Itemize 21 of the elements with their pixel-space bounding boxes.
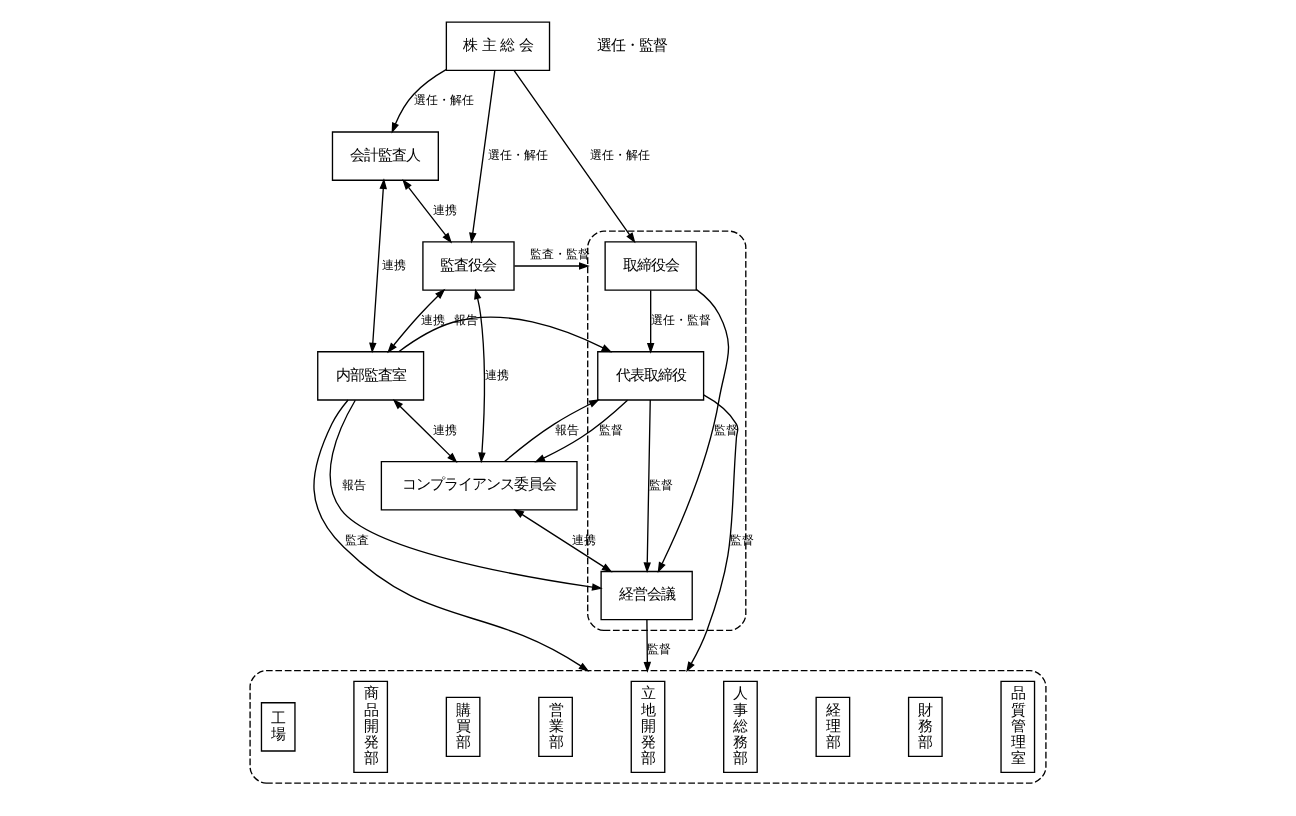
arrow xyxy=(402,179,452,244)
arrow xyxy=(369,178,387,354)
arrow xyxy=(392,399,458,463)
arrow xyxy=(686,394,739,673)
arrow xyxy=(391,69,447,134)
arrow xyxy=(657,288,730,573)
arrow xyxy=(646,289,655,354)
arrow xyxy=(474,288,486,464)
arrow xyxy=(387,288,446,354)
arrow xyxy=(534,399,629,463)
arrow xyxy=(643,399,651,574)
arrow xyxy=(513,69,636,244)
arrow xyxy=(313,399,590,672)
arrow xyxy=(513,262,590,270)
cluster xyxy=(249,669,1047,784)
arrow xyxy=(513,508,613,573)
arrow xyxy=(398,316,613,353)
arrow xyxy=(643,619,652,673)
arrow xyxy=(469,69,496,244)
arrow xyxy=(329,399,603,591)
arrow xyxy=(504,399,600,463)
